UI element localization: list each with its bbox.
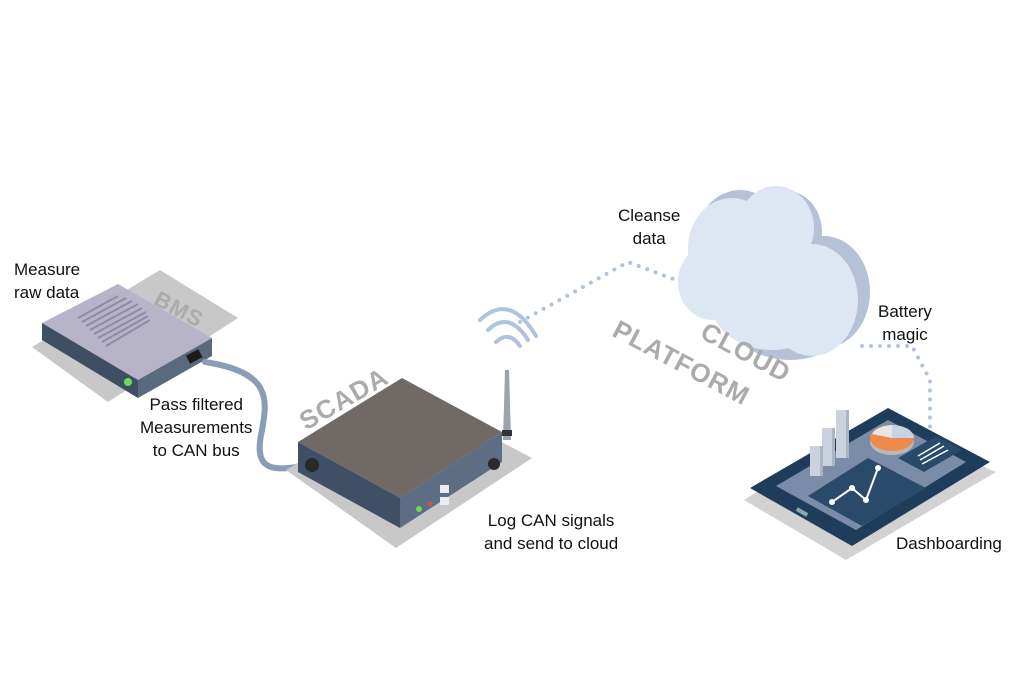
scada-usb-port-2 <box>440 497 449 505</box>
data-link-dotted <box>518 259 932 432</box>
bms-vent-lines <box>77 295 151 347</box>
tablet-bar-chart <box>810 410 849 476</box>
tablet-pie-chart <box>870 425 914 455</box>
scada-device <box>286 370 532 548</box>
tablet-device <box>744 408 996 560</box>
scada-antenna <box>503 370 511 440</box>
scada-antenna-collar <box>502 430 512 436</box>
scada-top-face <box>298 378 502 498</box>
bms-status-led <box>124 378 132 386</box>
wifi-signal-icon <box>478 307 538 348</box>
scada-antenna-base <box>488 458 500 470</box>
measure-annotation: Measure raw data <box>14 260 81 302</box>
bms-front-face <box>42 323 138 398</box>
cleanse-annotation: Cleanse data <box>618 206 681 248</box>
dashboarding-annotation: Dashboarding <box>896 534 1002 553</box>
scada-led-red <box>427 501 433 507</box>
tablet-chart-panel <box>808 458 926 526</box>
bms-device <box>32 270 238 402</box>
can-cable <box>202 359 305 472</box>
scada-port <box>305 458 319 472</box>
scada-front-face <box>298 442 400 528</box>
bms-top-face <box>42 284 212 380</box>
pass-filtered-annotation: Pass filtered Measurements to CAN bus <box>140 395 253 460</box>
tablet-line-chart <box>831 467 879 503</box>
scada-side-face <box>400 432 502 528</box>
log-can-annotation: Log CAN signals and send to cloud <box>484 511 619 553</box>
bms-port <box>185 349 203 364</box>
tablet-home-button <box>795 507 809 517</box>
scada-usb-port-1 <box>440 485 449 493</box>
cloud-icon <box>678 186 870 360</box>
scada-led-green <box>416 506 422 512</box>
battery-magic-annotation: Battery magic <box>878 302 932 344</box>
